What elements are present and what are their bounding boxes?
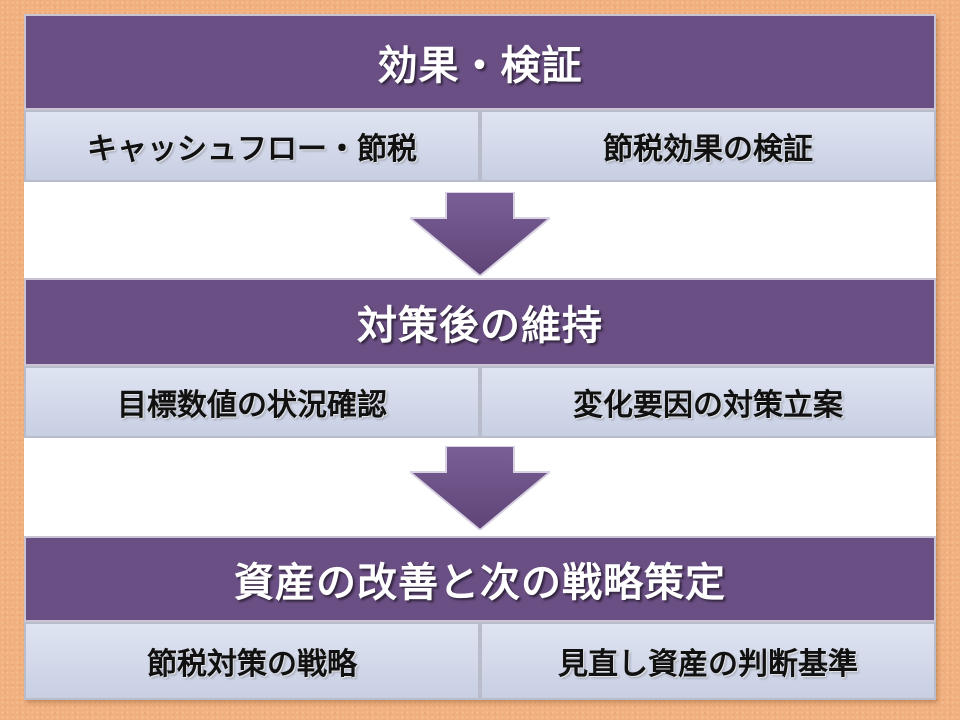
step-title: 資産の改善と次の戦略策定	[24, 536, 936, 622]
step-item: 見直し資産の判断基準	[480, 622, 936, 700]
step-items: 目標数値の状況確認 変化要因の対策立案	[24, 366, 936, 438]
step-items: 節税対策の戦略 見直し資産の判断基準	[24, 622, 936, 700]
step-item: 変化要因の対策立案	[480, 366, 936, 438]
step-item: キャッシュフロー・節税	[24, 110, 480, 182]
flow-panel: 効果・検証 キャッシュフロー・節税 節税効果の検証 対策後の維持 目標数値の状況…	[24, 14, 936, 700]
step-item: 節税効果の検証	[480, 110, 936, 182]
step-item: 節税対策の戦略	[24, 622, 480, 700]
step-title: 効果・検証	[24, 14, 936, 110]
down-arrow-icon	[410, 446, 550, 530]
step-item: 目標数値の状況確認	[24, 366, 480, 438]
step-items: キャッシュフロー・節税 節税効果の検証	[24, 110, 936, 182]
step-maintenance: 対策後の維持 目標数値の状況確認 変化要因の対策立案	[24, 278, 936, 438]
step-effect-verification: 効果・検証 キャッシュフロー・節税 節税効果の検証	[24, 14, 936, 182]
step-title: 対策後の維持	[24, 278, 936, 366]
down-arrow-icon	[410, 192, 550, 276]
step-improvement-strategy: 資産の改善と次の戦略策定 節税対策の戦略 見直し資産の判断基準	[24, 536, 936, 700]
